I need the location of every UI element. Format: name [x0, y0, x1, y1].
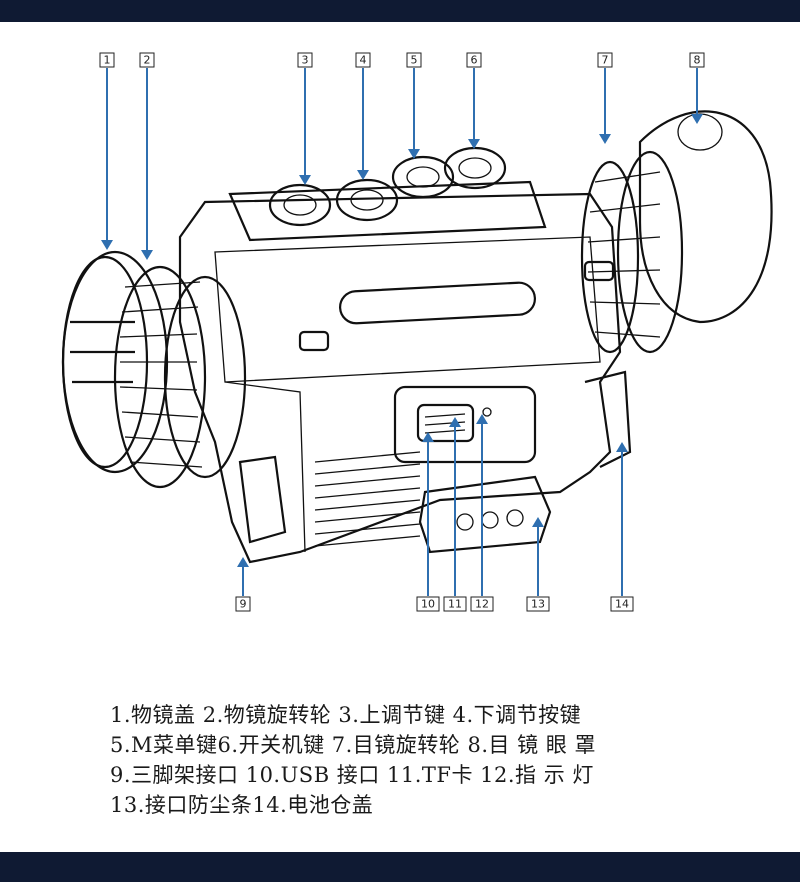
callout-3-arrow — [299, 175, 311, 185]
callout-1: 1 — [99, 52, 115, 250]
callout-2: 2 — [139, 52, 155, 260]
callout-8: 8 — [689, 52, 705, 124]
callout-12-arrow — [476, 414, 488, 424]
legend-line-3: 9.三脚架接口 10.USB 接口 11.TF卡 12.指 示 灯 — [110, 763, 594, 787]
device-illustration — [61, 110, 773, 564]
parts-legend: 1.物镜盖 2.物镜旋转轮 3.上调节键 4.下调节按键 5.M菜单键6.开关机… — [110, 700, 750, 820]
callout-5: 5 — [406, 52, 422, 159]
callout-9-label: 9 — [240, 598, 247, 611]
callout-5-arrow — [408, 149, 420, 159]
callout-13-label: 13 — [531, 598, 545, 611]
callout-2-label: 2 — [144, 54, 151, 67]
callout-4-label: 4 — [360, 54, 367, 67]
callout-10-label: 10 — [421, 598, 435, 611]
top-band — [0, 0, 800, 22]
callout-14-arrow — [616, 442, 628, 452]
callout-9: 9 — [235, 557, 251, 612]
callout-7: 7 — [597, 52, 613, 144]
callout-8-arrow — [691, 114, 703, 124]
callout-6-label: 6 — [471, 54, 478, 67]
callout-6-arrow — [468, 139, 480, 149]
legend-line-4: 13.接口防尘条14.电池仓盖 — [110, 793, 374, 817]
callout-3: 3 — [297, 52, 313, 185]
callout-11-arrow — [449, 417, 461, 427]
callout-14-label: 14 — [615, 598, 629, 611]
legend-line-1: 1.物镜盖 2.物镜旋转轮 3.上调节键 4.下调节按键 — [110, 703, 582, 727]
legend-line-2: 5.M菜单键6.开关机键 7.目镜旋转轮 8.目 镜 眼 罩 — [110, 733, 597, 757]
callout-1-label: 1 — [104, 54, 111, 67]
callout-4: 4 — [355, 52, 371, 180]
callout-13-arrow — [532, 517, 544, 527]
callout-3-label: 3 — [302, 54, 309, 67]
callout-10-arrow — [422, 432, 434, 442]
callout-9-arrow — [237, 557, 249, 567]
callout-6: 6 — [466, 52, 482, 149]
callout-13: 13 — [526, 517, 550, 612]
callout-12-label: 12 — [475, 598, 489, 611]
callout-1-arrow — [101, 240, 113, 250]
callout-8-label: 8 — [694, 54, 701, 67]
callout-2-arrow — [141, 250, 153, 260]
bottom-band — [0, 852, 800, 882]
callout-14: 14 — [610, 442, 634, 612]
callout-5-label: 5 — [411, 54, 418, 67]
callout-11: 11 — [443, 417, 467, 612]
callout-10: 10 — [416, 432, 440, 612]
callout-7-arrow — [599, 134, 611, 144]
callout-12: 12 — [470, 414, 494, 612]
callout-4-arrow — [357, 170, 369, 180]
callout-7-label: 7 — [602, 54, 609, 67]
callout-11-label: 11 — [448, 598, 462, 611]
